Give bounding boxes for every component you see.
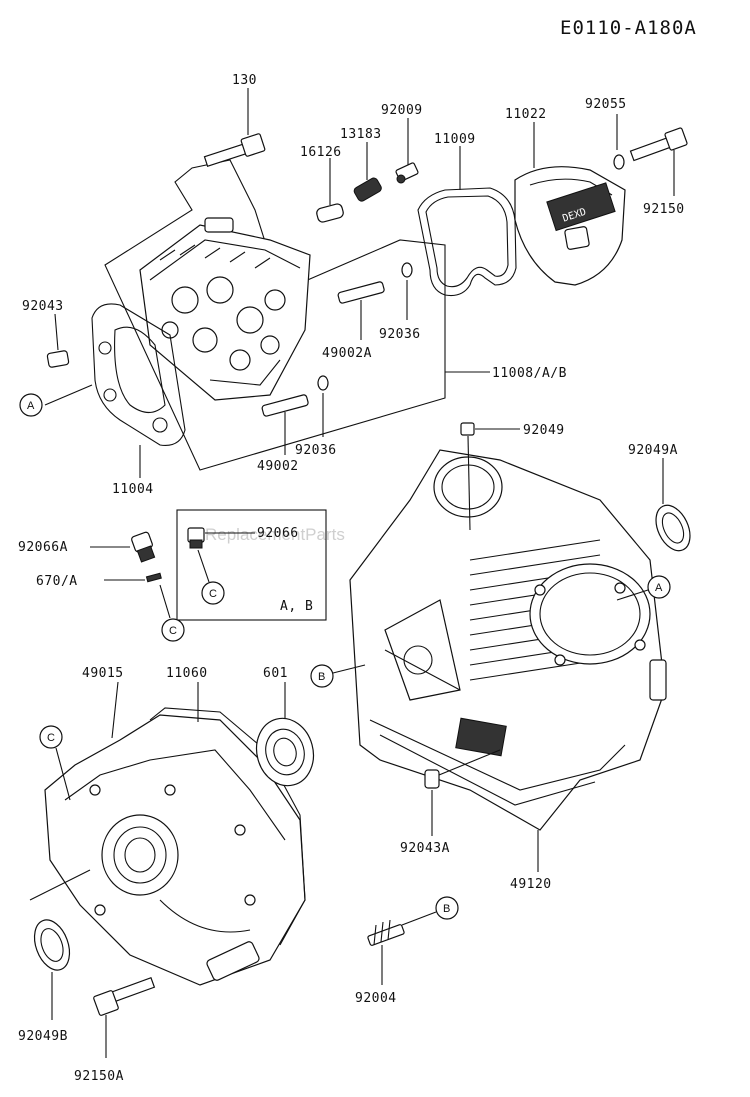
callout-a-left <box>19 393 43 417</box>
callout-a-right-label: A <box>655 582 663 594</box>
pin-16126 <box>316 158 344 223</box>
callout-b-crankcase <box>310 664 334 688</box>
gasket-11009 <box>417 146 517 297</box>
bolt-92150a <box>93 977 156 1058</box>
part-label-92009: 92009 <box>381 103 423 118</box>
part-label-92055: 92055 <box>585 97 627 112</box>
callout-b-bottom <box>435 896 459 920</box>
kit-note: A, B <box>280 599 313 614</box>
part-label-92043A: 92043A <box>400 841 450 856</box>
part-13183 <box>353 142 382 202</box>
part-label-16126: 16126 <box>300 145 342 160</box>
ring-92036-lower <box>317 375 329 437</box>
part-label-92049A: 92049A <box>628 443 678 458</box>
part-label-92036-upper: 92036 <box>379 327 421 342</box>
part-label-11022: 11022 <box>505 107 547 122</box>
part-label-92043: 92043 <box>22 299 64 314</box>
callout-c-inner <box>201 581 225 605</box>
callout-a-right <box>647 575 671 599</box>
pin-92043a <box>424 749 501 836</box>
bolt-92150 <box>629 127 688 196</box>
part-label-49002A: 49002A <box>322 346 372 361</box>
crankcase-49120 <box>349 449 667 831</box>
part-label-92150: 92150 <box>643 202 685 217</box>
screw-92009 <box>395 118 419 184</box>
diagram-code: E0110-A180A <box>560 17 697 39</box>
part-label-11008: 11008/A/B <box>492 366 567 381</box>
washer-670a <box>104 572 171 619</box>
oil-seal-92049b <box>33 919 71 1020</box>
oil-seal-92049a <box>655 458 691 552</box>
head-group-outline <box>104 159 446 471</box>
part-label-11004: 11004 <box>112 482 154 497</box>
kit-box <box>176 509 327 621</box>
part-label-49120: 49120 <box>510 877 552 892</box>
crankcase-cover-49015 <box>29 681 306 986</box>
callout-c-inner-label: C <box>209 588 217 600</box>
bolt-130 <box>203 88 266 168</box>
part-label-92004: 92004 <box>355 991 397 1006</box>
valve-guide-49002 <box>261 394 309 455</box>
o-ring-92055 <box>613 114 625 170</box>
part-label-11060: 11060 <box>166 666 208 681</box>
part-label-11009: 11009 <box>434 132 476 147</box>
valve-guide-49002a <box>337 281 385 340</box>
cylinder-head-11008 <box>139 217 311 401</box>
ring-92036-upper <box>401 262 413 320</box>
part-label-92036-lower: 92036 <box>295 443 337 458</box>
part-label-13183: 13183 <box>340 127 382 142</box>
part-label-49015: 49015 <box>82 666 124 681</box>
valve-cover-11022: DEXD <box>514 122 626 286</box>
head-gasket-11004 <box>91 303 186 478</box>
part-label-92049B: 92049B <box>18 1029 68 1044</box>
callout-b-bottom-label: B <box>443 903 450 915</box>
part-label-92049: 92049 <box>523 423 565 438</box>
plug-92049 <box>460 422 520 531</box>
part-label-92066A: 92066A <box>18 540 68 555</box>
pin-92043 <box>46 313 70 368</box>
callout-c-outer-label: C <box>169 625 177 637</box>
stud-92004 <box>367 911 437 985</box>
callout-c-outer <box>161 618 185 642</box>
part-label-92150A: 92150A <box>74 1069 124 1084</box>
drain-plug-92066 <box>187 527 255 583</box>
bearing-601 <box>255 682 315 787</box>
part-label-601: 601 <box>263 666 288 681</box>
watermark: ReplacementParts <box>205 525 345 544</box>
part-label-670A: 670/A <box>36 574 78 589</box>
callout-a-left-label: A <box>27 400 35 412</box>
part-label-130: 130 <box>232 73 257 88</box>
part-label-92066: 92066 <box>257 526 299 541</box>
drain-plug-92066a <box>90 531 156 563</box>
callout-b-crankcase-label: B <box>318 671 325 683</box>
callout-c-cover <box>39 725 63 749</box>
part-label-49002: 49002 <box>257 459 299 474</box>
callout-c-cover-label: C <box>47 732 55 744</box>
